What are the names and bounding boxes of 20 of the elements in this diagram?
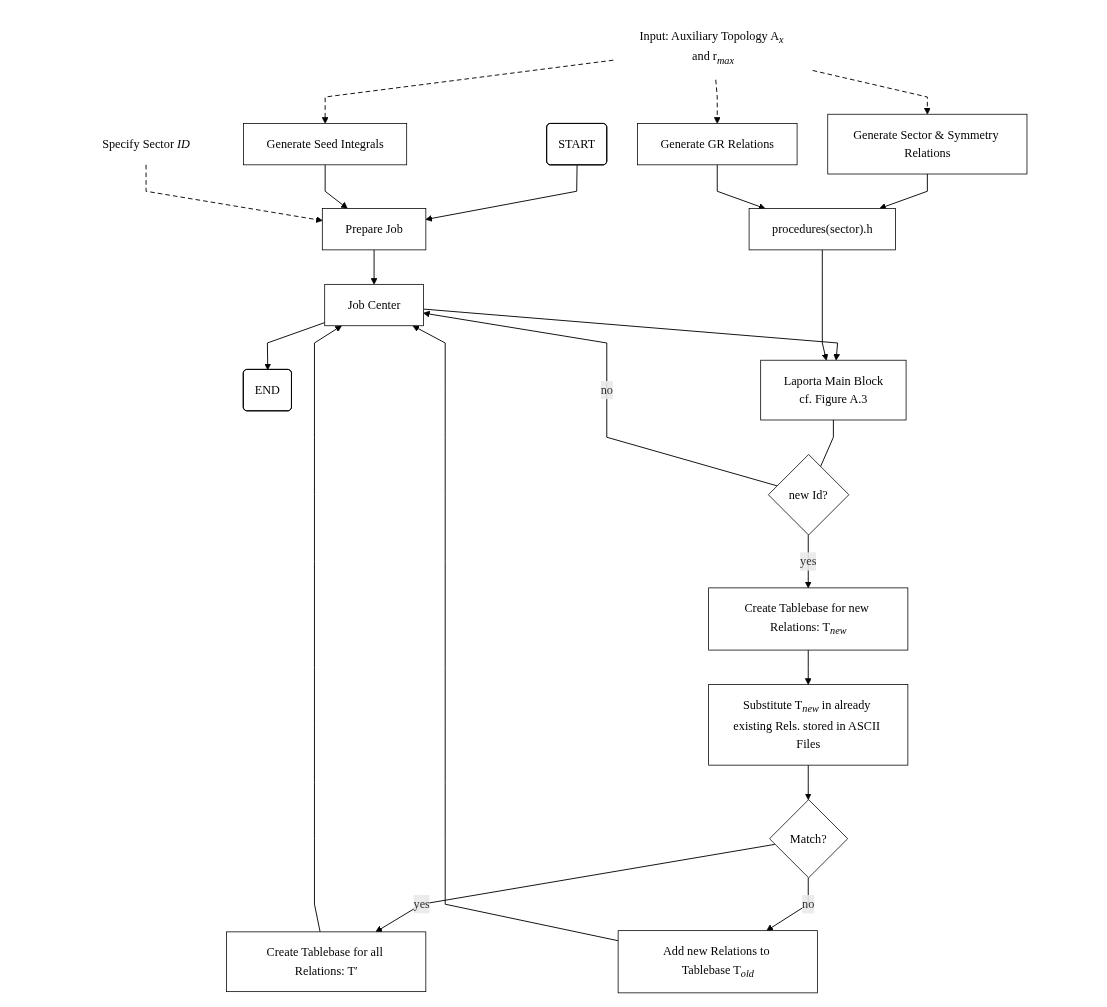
connector	[820, 419, 835, 467]
node-box: Laporta Main Block cf. Figure A.3	[760, 359, 907, 420]
node-diamond: Match?	[769, 798, 849, 878]
node-box: Generate Sector & Symmetry Relations	[827, 113, 1028, 174]
edge-label: yes	[800, 554, 817, 568]
node-box: Add new Relations to Tablebase T$_{old}$	[618, 929, 819, 993]
node-box: Create Tablebase for new Relations: T$_{new}$	[708, 587, 909, 650]
node-box: Substitute T$_{new}$ in already existing Rels. stored in ASCII Files	[708, 683, 909, 766]
node-diamond: new Id?	[768, 453, 850, 535]
node-text: Input: Auxiliary Topology A$_{x}$ and r$_{max}$	[639, 28, 784, 66]
edge-label: no	[802, 896, 815, 910]
node-box: Prepare Job	[322, 207, 427, 250]
node-box: Generate GR Relations	[637, 122, 798, 165]
node-text: Specify Sector ID	[102, 136, 191, 150]
node-box: Generate Seed Integrals	[243, 122, 408, 165]
edge-label: no	[601, 382, 614, 396]
node-box: procedures(sector).h	[749, 207, 897, 250]
node-box: Job Center	[324, 283, 425, 326]
node-box: Create Tablebase for all Relations: T′	[226, 931, 427, 992]
edge-label: yes	[413, 896, 431, 910]
